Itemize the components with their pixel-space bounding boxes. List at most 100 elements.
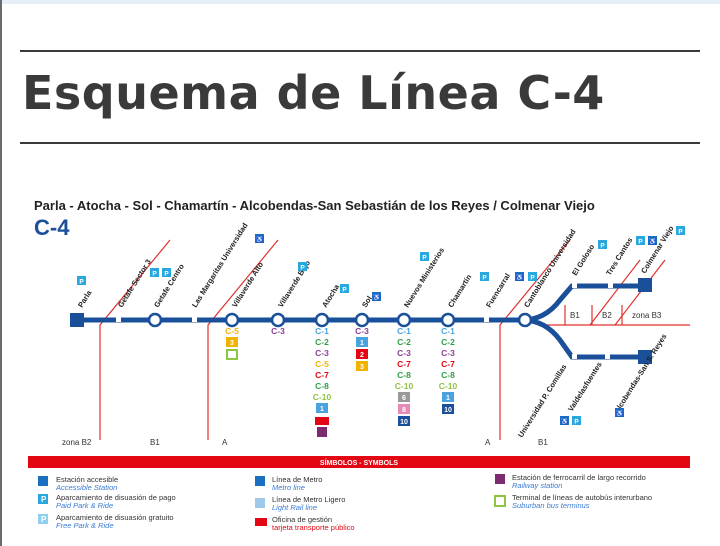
top-rule bbox=[20, 50, 700, 52]
metro2-label: 2 bbox=[360, 352, 364, 359]
station-fuencarral[interactable] bbox=[484, 317, 489, 322]
metro1-label: 1 bbox=[320, 406, 324, 413]
legend-en: Railway station bbox=[512, 481, 562, 490]
station-nuevos-ministerios[interactable] bbox=[396, 312, 412, 328]
legend-en: Paid Park & Ride bbox=[56, 501, 113, 510]
zone-divider bbox=[614, 259, 666, 326]
legend-es: Oficina de gestión bbox=[272, 515, 332, 524]
parking-glyph: P bbox=[482, 275, 487, 282]
metro6-label: 6 bbox=[402, 395, 406, 402]
station-villaverde-alto[interactable] bbox=[224, 312, 240, 328]
station-name: Chamartín bbox=[446, 272, 474, 309]
station-sol[interactable] bbox=[354, 312, 370, 328]
zone-label: zona B3 bbox=[632, 311, 662, 320]
cercanias-c-3-label: C-3 bbox=[315, 348, 329, 358]
accessible-glyph: ♿ bbox=[372, 294, 380, 302]
cercanias-c-2-label: C-2 bbox=[315, 337, 329, 347]
accessible-glyph: ♿ bbox=[515, 274, 523, 282]
station-tres-cantos[interactable] bbox=[608, 283, 613, 288]
legend-es: Línea de Metro bbox=[272, 475, 322, 484]
cercanias-c-3-label: C-3 bbox=[355, 326, 369, 336]
metro3-label: 3 bbox=[360, 364, 364, 371]
station-name: Getafe Sector 3 bbox=[116, 258, 153, 309]
ticket-office-icon bbox=[315, 417, 329, 425]
terminal-colmenar-viejo[interactable] bbox=[638, 278, 652, 292]
legend-es: Línea de Metro Ligero bbox=[272, 495, 345, 504]
parking-icon bbox=[420, 252, 429, 261]
cercanias-c-3-label: C-3 bbox=[271, 326, 285, 336]
top-edge bbox=[0, 0, 720, 4]
metro3-badge bbox=[226, 337, 238, 347]
station-atocha[interactable] bbox=[314, 312, 330, 328]
terminal-parla[interactable] bbox=[70, 313, 84, 327]
parking-glyph: P bbox=[300, 265, 305, 272]
legend-es: Estación de ferrocarril de largo recorri… bbox=[512, 473, 646, 482]
station-valdelasfuentes[interactable] bbox=[605, 354, 610, 359]
metro1-badge bbox=[442, 392, 454, 402]
legend-en: Suburban bus terminus bbox=[512, 501, 590, 510]
cercanias-c-2-label: C-2 bbox=[397, 337, 411, 347]
parking-glyph: P bbox=[600, 243, 605, 250]
metro1-label: 1 bbox=[360, 340, 364, 347]
station-name: Villaverde Alto bbox=[230, 260, 265, 309]
cercanias-c-10-label: C-10 bbox=[439, 381, 458, 391]
parking-icon bbox=[77, 276, 86, 285]
cercanias-c-2-label: C-2 bbox=[441, 337, 455, 347]
station-getafe-centro[interactable] bbox=[147, 312, 163, 328]
station-las-margaritas[interactable] bbox=[192, 317, 197, 322]
parking-icon bbox=[480, 272, 489, 281]
station-universidad-comillas[interactable] bbox=[572, 354, 577, 359]
parking-glyph: P bbox=[638, 239, 643, 246]
metro2-badge bbox=[356, 349, 368, 359]
metro-icon bbox=[255, 476, 265, 486]
metro1-badge bbox=[356, 337, 368, 347]
station-villaverde-bajo[interactable] bbox=[270, 312, 286, 328]
free-parking-icon bbox=[38, 514, 48, 524]
light-rail-icon bbox=[255, 498, 265, 508]
parking-glyph: P bbox=[152, 271, 157, 278]
cercanias-c-8-label: C-8 bbox=[397, 370, 411, 380]
accessible-glyph: ♿ bbox=[615, 410, 623, 418]
zone-divider bbox=[99, 239, 171, 440]
cercanias-c-10-label: C-10 bbox=[395, 381, 414, 391]
metro3-badge bbox=[356, 361, 368, 371]
metro8-badge bbox=[398, 404, 410, 414]
symbols-bar bbox=[28, 456, 690, 468]
terminal-alcobendas[interactable] bbox=[638, 350, 652, 364]
paid-parking-icon bbox=[38, 494, 48, 504]
metro10-badge bbox=[442, 404, 454, 414]
metro10-badge bbox=[398, 416, 410, 426]
parking-icon bbox=[162, 268, 171, 277]
station-el-goloso[interactable] bbox=[572, 283, 577, 288]
page-title: Esquema de Línea C-4 bbox=[22, 66, 605, 120]
accessible-glyph: ♿ bbox=[255, 236, 263, 244]
station-name: Parla bbox=[76, 288, 94, 309]
bottom-rule bbox=[20, 142, 700, 144]
zone-divider bbox=[207, 239, 279, 440]
cercanias-c-10-label: C-10 bbox=[313, 392, 332, 402]
accessible-icon bbox=[560, 416, 569, 425]
metro1-badge bbox=[316, 403, 328, 413]
parking-glyph: P bbox=[422, 255, 427, 262]
zone-dividers bbox=[99, 239, 690, 440]
accessible-glyph: ♿ bbox=[560, 418, 568, 426]
svg-text:P: P bbox=[41, 495, 47, 504]
line-diagram: Parla - Atocha - Sol - Chamartín - Alcob… bbox=[28, 198, 690, 532]
station-cantoblanco[interactable] bbox=[517, 312, 533, 328]
station-name: Cantoblanco Universidad bbox=[522, 227, 578, 309]
legend-es: Estación accesible bbox=[56, 475, 118, 484]
long-distance-rail-icon bbox=[317, 427, 327, 437]
cercanias-c-1-label: C-1 bbox=[441, 326, 455, 336]
parking-glyph: P bbox=[530, 275, 535, 282]
station-getafe-sector-3[interactable] bbox=[116, 317, 121, 322]
station-name: Tres Cantos bbox=[604, 236, 634, 277]
station-chamartin[interactable] bbox=[440, 312, 456, 328]
parking-glyph: P bbox=[342, 287, 347, 294]
zone-label: B1 bbox=[570, 311, 580, 320]
parking-icon bbox=[676, 226, 685, 235]
symbols-title: SÍMBOLOS - SYMBOLS bbox=[320, 458, 399, 467]
cercanias-c-1-label: C-1 bbox=[315, 326, 329, 336]
parking-glyph: P bbox=[574, 419, 579, 426]
legend-en: Metro line bbox=[272, 483, 305, 492]
